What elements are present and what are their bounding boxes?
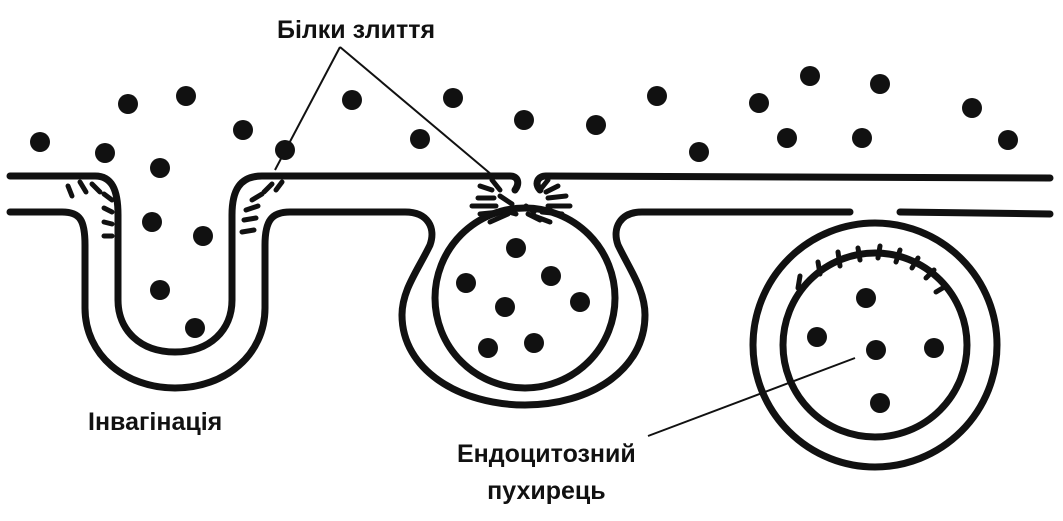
particle [870,393,890,413]
vesicle-label-line1: Ендоцитозний [457,440,636,468]
particle [150,280,170,300]
right-membrane-inner [896,208,1054,218]
particle [647,86,667,106]
particle [30,132,50,152]
particle [443,88,463,108]
vesicle-label-line2: пухирець [487,477,606,505]
right-vesicle-inner [779,249,971,441]
fusion-proteins-left [65,179,285,239]
particle [541,266,561,286]
particle [962,98,982,118]
particle [749,93,769,113]
particle [524,333,544,353]
endocytic-vesicle-label: Ендоцитозний пухирець [457,436,636,510]
particle [586,115,606,135]
particle [777,128,797,148]
right-vesicle-outer [749,219,1001,471]
particle [514,110,534,130]
fusion-proteins-label: Білки злиття [277,16,436,44]
particle [866,340,886,360]
fusion-proteins-center [469,177,573,225]
particle [275,140,295,160]
particle [478,338,498,358]
membrane-outer [6,172,522,356]
particle [800,66,820,86]
particle [193,226,213,246]
particle [870,74,890,94]
particle [118,94,138,114]
particle [142,212,162,232]
particle [150,158,170,178]
fusion-proteins-right-vesicle [795,243,949,295]
particle [233,120,253,140]
particle [807,327,827,347]
particle [95,143,115,163]
particle [998,130,1018,150]
particle [506,238,526,258]
particle [456,273,476,293]
fusion-label-pointers [274,46,493,176]
particle [342,90,362,110]
particle [689,142,709,162]
particle [924,338,944,358]
membrane-inner [6,208,436,392]
particle [852,128,872,148]
particle [176,86,196,106]
particle [856,288,876,308]
middle-pocket-outer [398,208,854,409]
membrane-outer-right [533,172,1054,194]
vesicle-label-pointer [647,357,856,437]
particle [495,297,515,317]
invagination-label: Інвагінація [88,408,223,436]
particle [570,292,590,312]
particle [410,129,430,149]
particle [185,318,205,338]
particles [30,66,1018,413]
